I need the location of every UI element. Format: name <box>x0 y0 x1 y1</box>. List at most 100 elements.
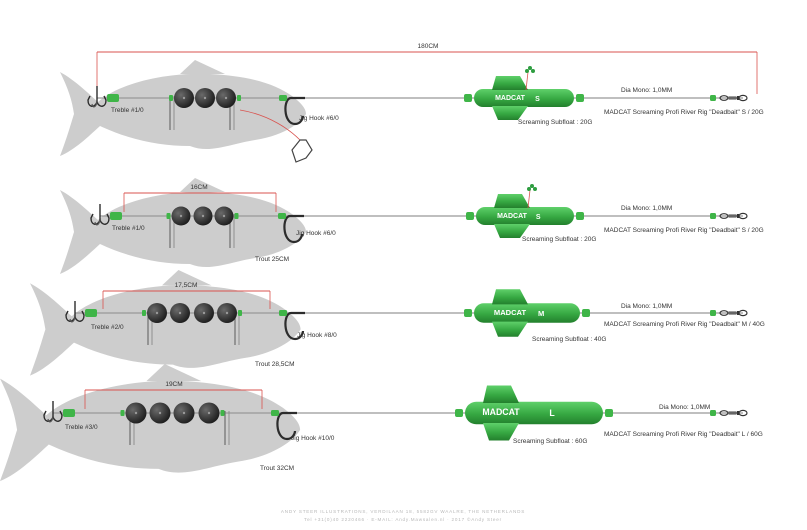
float-brand: MADCAT <box>497 213 528 220</box>
stopper <box>120 410 125 416</box>
bead-hole <box>134 411 138 415</box>
float-body <box>474 89 574 107</box>
float-brand: MADCAT <box>495 95 526 102</box>
jig-hook-label: Jig Hook #10/0 <box>291 435 335 442</box>
float-fin-top <box>483 385 519 403</box>
float-fin-bottom <box>483 423 519 441</box>
mono-label: Dia Mono: 1,0MM <box>659 404 710 411</box>
dimension-label: 16CM <box>190 184 207 191</box>
sleeve <box>63 409 75 417</box>
float-brand: MADCAT <box>494 308 527 317</box>
stopper <box>220 410 225 416</box>
detail-line <box>239 109 301 141</box>
fish-fin <box>180 60 225 74</box>
float-fin-top <box>494 194 530 208</box>
bead-hole <box>155 311 159 315</box>
fish-size-label: Trout 28,5CM <box>255 361 295 368</box>
dimension-label: 19CM <box>165 381 182 388</box>
dimension-label: 17,5CM <box>175 282 198 289</box>
bead-hole <box>179 214 183 218</box>
jig-hook-icon <box>284 311 305 341</box>
subfloat: MADCAT S <box>464 66 584 120</box>
rattle-bead <box>530 184 534 188</box>
subfloat-label: Screaming Subfloat : 20G <box>522 236 596 243</box>
fish-fin <box>162 270 212 286</box>
stopper <box>234 213 239 219</box>
float-body <box>476 207 574 225</box>
fish-silhouette <box>60 72 306 156</box>
subfloat-label: Screaming Subfloat : 40G <box>532 336 606 343</box>
fish-silhouette <box>0 378 301 482</box>
stopper <box>142 310 146 316</box>
product-label: MADCAT Screaming Profi River Rig "Deadba… <box>604 321 765 328</box>
mono-label: Dia Mono: 1,0MM <box>621 303 672 310</box>
float-body <box>474 303 580 323</box>
rattle-stem <box>527 189 531 209</box>
treble-label: Treble #2/0 <box>91 324 124 331</box>
mono-label: Dia Mono: 1,0MM <box>621 205 672 212</box>
sleeve <box>85 309 97 317</box>
float-bead-left <box>464 309 472 317</box>
treble-label: Treble #1/0 <box>112 225 145 232</box>
dimension-label: 180CM <box>418 43 439 50</box>
subfloat-label: Screaming Subfloat : 20G <box>518 119 592 126</box>
bead-hole <box>202 311 206 315</box>
subfloat: MADCAT M <box>464 289 590 337</box>
stopper <box>237 95 241 101</box>
rattle-bead <box>531 69 535 73</box>
fish-fin <box>146 364 202 382</box>
product-label: MADCAT Screaming Profi River Rig "Deadba… <box>604 431 763 438</box>
swivel-sleeve <box>710 213 716 219</box>
float-bead-right <box>576 212 584 220</box>
swivel-sleeve <box>710 95 716 101</box>
float-bead-right <box>576 94 584 102</box>
rattle-stem <box>525 71 529 91</box>
bead-hole <box>182 411 186 415</box>
stopper <box>169 95 173 101</box>
float-bead-left <box>464 94 472 102</box>
float-fin-bottom <box>492 106 528 120</box>
credit-line-2: Tel +31(0)40 2220466 · E-MAIL: Andy.Maws… <box>304 516 502 522</box>
fish-size-label: Trout 32CM <box>260 465 294 472</box>
bead-hole <box>222 214 226 218</box>
float-size: M <box>538 309 544 318</box>
float-fin-bottom <box>494 224 530 238</box>
float-fin-top <box>492 289 528 305</box>
fish-size-label: Trout 25CM <box>255 256 289 263</box>
bead-hole <box>225 311 229 315</box>
float-brand: MADCAT <box>482 407 520 417</box>
bead-hole <box>201 214 205 218</box>
treble-label: Treble #3/0 <box>65 424 98 431</box>
jig-hook-label: Jig Hook #8/0 <box>297 332 337 339</box>
rattle-bead <box>533 187 537 191</box>
float-size: L <box>549 408 555 418</box>
bead-hole <box>224 96 228 100</box>
float-bead-right <box>605 409 613 417</box>
stopper <box>166 213 171 219</box>
spare-hook-icon <box>291 139 313 163</box>
jig-hook-label: Jig Hook #6/0 <box>299 115 339 122</box>
subfloat: MADCAT L <box>455 385 613 441</box>
hook-sleeve <box>279 95 287 101</box>
treble-label: Treble #1/0 <box>111 107 144 114</box>
float-fin-bottom <box>492 321 528 337</box>
jig-hook-icon <box>276 411 297 441</box>
float-bead-left <box>466 212 474 220</box>
bead-hole <box>207 411 211 415</box>
product-label: MADCAT Screaming Profi River Rig "Deadba… <box>604 109 764 116</box>
subfloat-label: Screaming Subfloat : 60G <box>513 438 587 445</box>
rattle-bead <box>528 66 532 70</box>
fish-fin <box>180 178 225 192</box>
float-size: S <box>535 96 540 103</box>
float-size: S <box>536 214 541 221</box>
rattle-bead <box>527 187 531 191</box>
bead-hole <box>178 311 182 315</box>
stopper <box>238 310 242 316</box>
jig-hook-icon <box>283 214 304 244</box>
